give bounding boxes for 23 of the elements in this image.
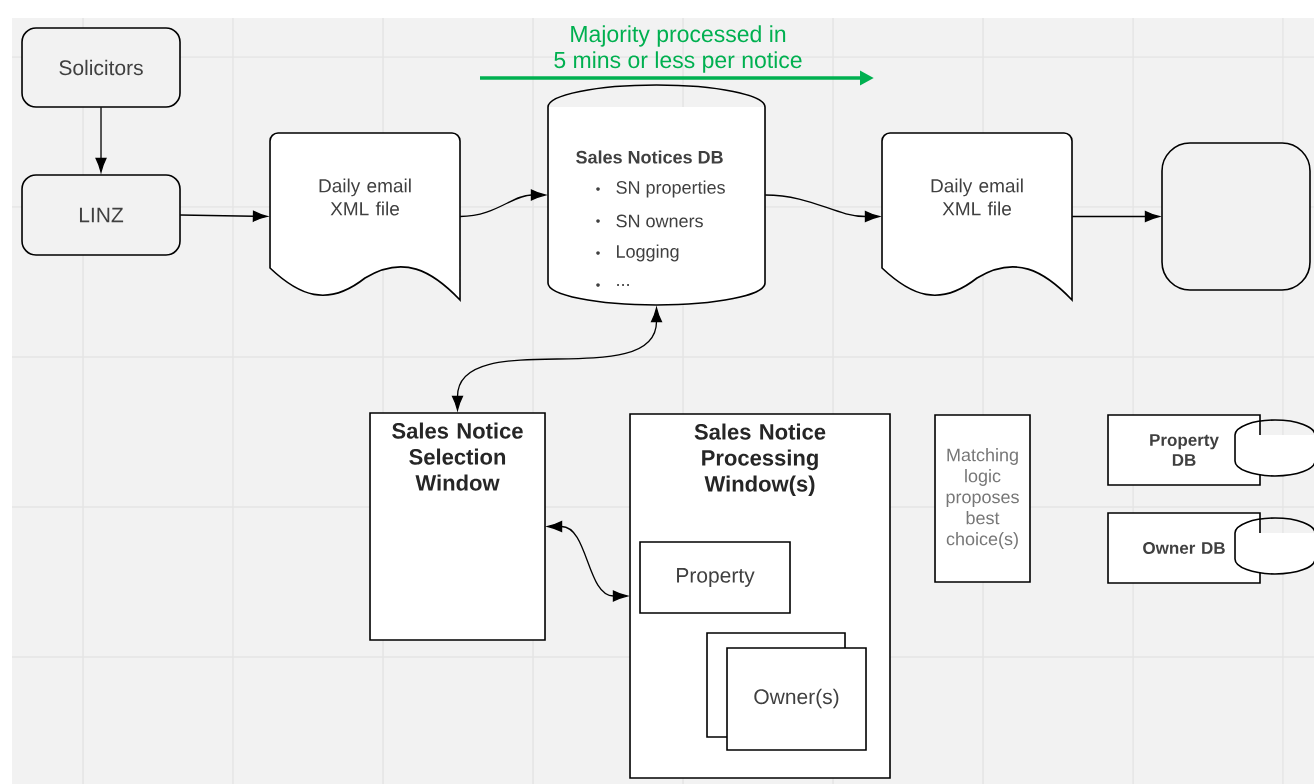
stacked-panels: Owner(s) <box>706 632 867 751</box>
node-label: SN properties <box>616 180 725 198</box>
process-box: Solicitors <box>21 27 181 108</box>
arrow <box>451 307 663 411</box>
window-box: Sales Notice Selection Window <box>369 412 546 641</box>
node-label: Sales Notices DB <box>576 150 723 164</box>
node-label: SN owners <box>616 214 703 228</box>
node-label: ... <box>617 284 629 286</box>
arrow <box>179 210 268 222</box>
arrow <box>95 106 107 173</box>
arrow <box>459 189 546 218</box>
arrow <box>1071 210 1160 223</box>
arrow <box>764 194 880 223</box>
database-box: Owner DB <box>1107 512 1314 584</box>
process-box <box>1161 142 1311 291</box>
note-box: Matching logic proposes best choice(s) <box>934 414 1031 583</box>
panel-box: Property <box>639 541 791 614</box>
database-cylinder: Sales Notices DB SN properties SN owners Logging ... <box>547 84 766 306</box>
database-box: Property DB <box>1107 414 1314 486</box>
annotation-text: Majority processed in <box>571 25 786 47</box>
process-box: LINZ <box>21 174 181 256</box>
node-label: Logging <box>617 244 679 262</box>
arrow <box>547 520 628 602</box>
